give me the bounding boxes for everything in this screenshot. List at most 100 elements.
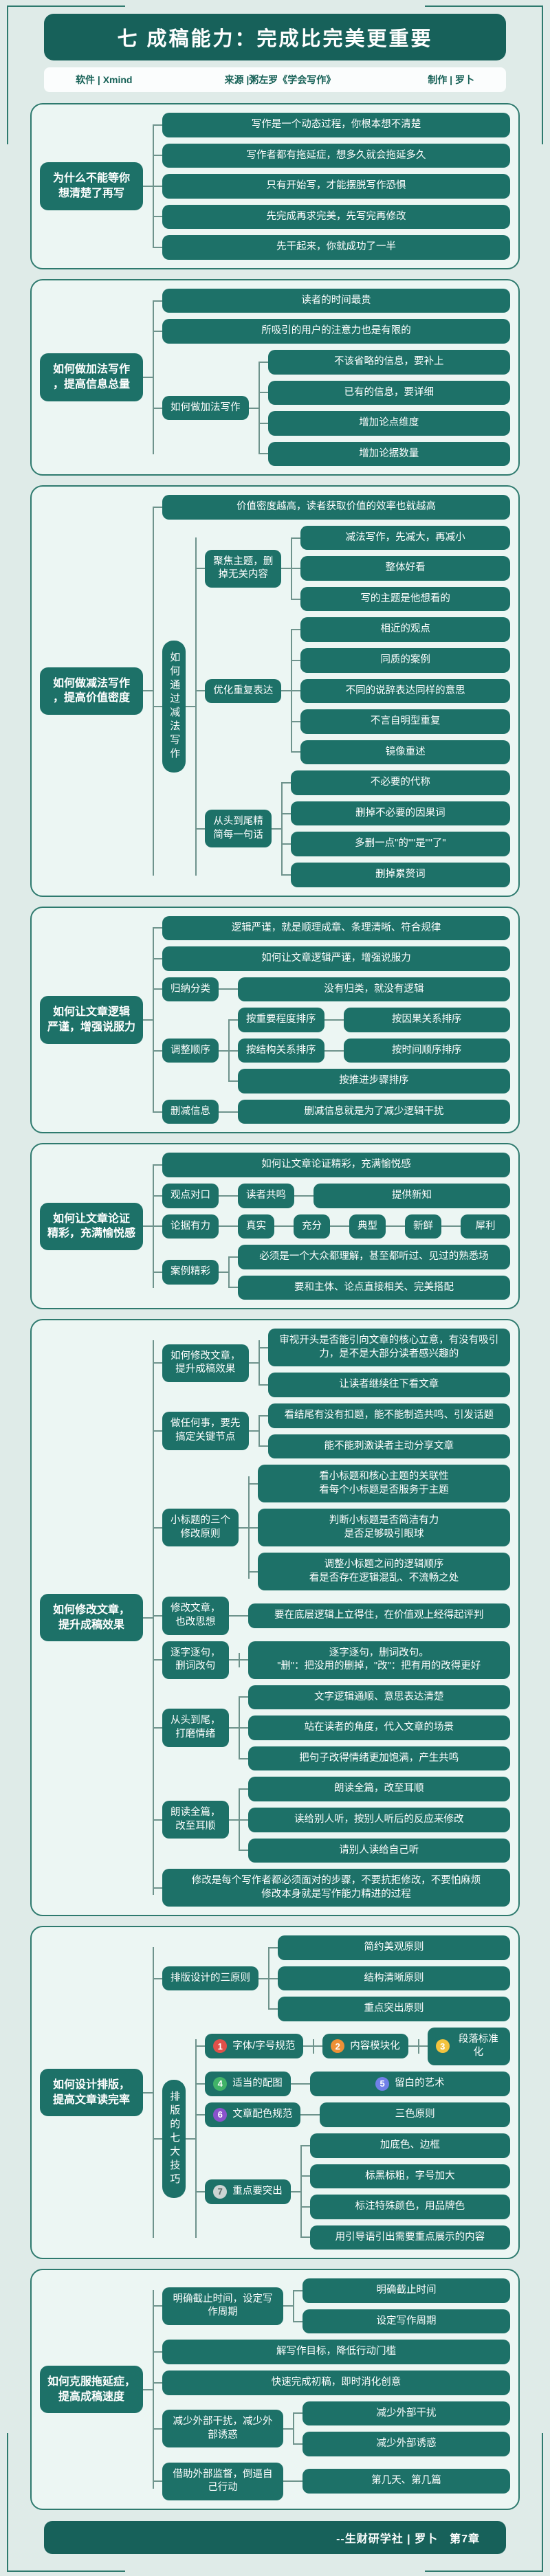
branch-row: 按推进步骤排序 — [228, 1069, 510, 1093]
children-column: 减法写作，先减大，再减小整体好看写的主题是他想看的 — [291, 525, 510, 612]
meta-bar: 软件 | Xmind 来源 |粥左罗《学会写作》 制作 | 罗卜 — [44, 67, 506, 92]
leaf-node: 删减信息就是为了减少逻辑干扰 — [238, 1099, 510, 1124]
branch-node: 逐字逐句， 删词改句 — [162, 1641, 229, 1679]
leaf-node: 简约美观原则 — [278, 1935, 510, 1960]
node-label: 同质的案例 — [380, 654, 430, 665]
node-label: 案例精彩 — [170, 1266, 210, 1278]
branch-row: 朗读全篇， 改至耳顺朗读全篇，改至耳顺读给别人听，按别人听后的反应来修改请别人读… — [153, 1777, 510, 1863]
branch-node: 按重要程度排序 — [238, 1008, 324, 1032]
branch-row: 所吸引的用户的注意力也是有限的 — [153, 319, 510, 344]
branch-row: 判断小标题是否简洁有力 是否足够吸引眼球 — [248, 1509, 510, 1547]
leaf-node: 逐字逐句，删词改句。 "删"：把没用的删掉，"改"：把有用的改得更好 — [248, 1641, 510, 1679]
branch-row: 设定写作周期 — [293, 2309, 510, 2334]
leaf-node: 多删一点"的""是""了" — [290, 832, 510, 856]
node-label: 删减信息就是为了减少逻辑干扰 — [304, 1105, 444, 1117]
branch-node: 修改文章， 也改思想 — [162, 1597, 229, 1635]
children-column: 聚焦主题，删 掉无关内容减法写作，先减大，再减小整体好看写的主题是他想看的优化重… — [195, 525, 510, 887]
branch-row: 把句子改得情绪更加饱满，产生共鸣 — [238, 1746, 510, 1771]
branch-row: 论据有力真实充分典型新鲜犀利 — [153, 1214, 510, 1239]
branch-row: 标黑标粗，字号加大 — [300, 2164, 510, 2189]
children-column: 看结尾有没有扣题，能不能制造共鸣、引发话题能不能刺激读者主动分享文章 — [258, 1403, 510, 1459]
branch-node: 借助外部监督，倒逼自己行动 — [162, 2462, 283, 2500]
node-label: 从头到尾， 打磨情绪 — [170, 1715, 221, 1740]
node-label: 如何让文章论证精彩，充满愉悦感 — [261, 1159, 411, 1170]
branch-node: 案例精彩 — [162, 1260, 219, 1285]
branch-row: 读者共鸣 提供新知 — [228, 1184, 510, 1208]
branch-row: 排版设计的三原则简约美观原则结构清晰原则重点突出原则 — [153, 1935, 510, 2021]
branch-node: 真实 — [238, 1214, 274, 1239]
children-column: 典型 新鲜犀利 — [340, 1214, 510, 1239]
node-label: 减法写作，先减大，再减小 — [345, 531, 465, 543]
node-label: 文字逻辑通顺、意思表达清楚 — [314, 1691, 444, 1702]
node-label: 先完成再求完美，先写完再修改 — [266, 210, 406, 222]
node-label: 读给别人听，按别人听后的反应来修改 — [294, 1813, 464, 1825]
branch-row: 删减信息就是为了减少逻辑干扰 — [228, 1099, 510, 1124]
node-label: 如何通过减法写作 — [168, 651, 181, 762]
leaf-node: 朗读全篇，改至耳顺 — [248, 1777, 510, 1801]
leaf-node: 先完成再求完美，先写完再修改 — [162, 204, 510, 230]
meta-source: 来源 |粥左罗《学会写作》 — [224, 74, 336, 85]
branch-row: 修改是每个写作者都必须面对的步骤，不要抗拒修改，不要怕麻烦 修改本身就是写作能力… — [153, 1869, 510, 1907]
branch-row: 如何做加法写作 ，提高信息总量读者的时间最贵所吸引的用户的注意力也是有限的如何做… — [40, 288, 510, 467]
leaf-node: 要和主体、论点直接相关、完美搭配 — [238, 1275, 510, 1300]
node-label: 典型 — [358, 1220, 377, 1232]
branch-row: 删掉累赘词 — [280, 862, 510, 887]
branch-row: 优化重复表达相近的观点同质的案例不同的说辞表达同样的意思不言自明型重复镜像重述 — [195, 617, 510, 765]
branch-row: 如何修改文章， 提升成稿效果审视开头是否能引向文章的核心立意，有没有吸引力，是不… — [153, 1329, 510, 1397]
node-label: 为什么不能等你 想清楚了再写 — [52, 173, 130, 199]
children-column: 犀利 — [451, 1214, 510, 1239]
branch-node: 做任何事，要先 搞定关键节点 — [162, 1412, 249, 1450]
children-column: 如何修改文章， 提升成稿效果审视开头是否能引向文章的核心立意，有没有吸引力，是不… — [153, 1329, 510, 1907]
branch-row: 增加论据数量 — [258, 441, 510, 467]
leaf-node: 减少外部诱惑 — [302, 2432, 510, 2456]
node-label: 如何克服拖延症， 提高成稿速度 — [47, 2375, 135, 2403]
branch-row: 文字逻辑通顺、意思表达清楚 — [238, 1685, 510, 1710]
leaf-node: 标黑标粗，字号加大 — [309, 2164, 510, 2189]
branch-node: 读者共鸣 — [238, 1184, 294, 1208]
node-label: 明确截止时间，设定写作周期 — [173, 2293, 273, 2318]
children-column: 明确截止时间，设定写作周期明确截止时间设定写作周期解写作目标，降低行动门槛快速完… — [153, 2278, 510, 2500]
connector-line — [143, 377, 153, 378]
node-label: 设定写作周期 — [376, 2315, 437, 2327]
node-label: 判断小标题是否简洁有力 是否足够吸引眼球 — [329, 1515, 439, 1540]
branch-row: 同质的案例 — [291, 648, 510, 673]
branch-row: 调整小标题之间的逻辑顺序 看是否存在逻辑混乱、不流畅之处 — [248, 1553, 510, 1591]
node-label: 优化重复表达 — [213, 685, 274, 696]
leaf-node: 写的主题是他想看的 — [300, 586, 510, 612]
branch-row: 真实充分典型新鲜犀利 — [228, 1214, 510, 1239]
connector-line — [143, 1019, 153, 1021]
connector-line — [219, 1195, 228, 1197]
leaf-node: 只有开始写，才能摆脱写作恐惧 — [162, 174, 510, 199]
children-column: 读者共鸣 提供新知 — [228, 1184, 510, 1208]
section-card: 如何做加法写作 ，提高信息总量读者的时间最贵所吸引的用户的注意力也是有限的如何做… — [30, 278, 520, 476]
branch-row: 从头到尾精 简每一句话不必要的代称删掉不必要的因果词多删一点"的""是""了"删… — [195, 770, 510, 887]
children-column: 必须是一个大众都理解，甚至都听过、见过的熟悉场要和主体、论点直接相关、完美搭配 — [228, 1245, 510, 1300]
node-label: 朗读全篇， 改至耳顺 — [170, 1807, 221, 1832]
branch-row: 如何做加法写作不该省略的信息，要补上已有的信息，要详细增加论点维度增加论据数量 — [153, 349, 510, 467]
topic-node: 如何修改文章， 提升成稿效果 — [40, 1594, 143, 1642]
connector-line — [271, 828, 281, 830]
branch-row: 充分典型新鲜犀利 — [284, 1214, 510, 1239]
children-column: 看小标题和核心主题的关联性 看每个小标题是否服务于主题判断小标题是否简洁有力 是… — [248, 1465, 510, 1591]
node-label: 按结构关系排序 — [246, 1044, 316, 1056]
node-label: 简约美观原则 — [364, 1942, 424, 1953]
leaf-node: 读给别人听，按别人听后的反应来修改 — [248, 1807, 510, 1832]
leaf-node: 价值密度越高，读者获取价值的效率也就越高 — [162, 495, 510, 520]
branch-node: 新鲜 — [405, 1214, 441, 1239]
children-column: 第几天、第几篇 — [293, 2469, 510, 2494]
page-title: 七 成稿能力：完成比完美更重要 — [44, 14, 506, 60]
leaf-node: 镜像重述 — [300, 740, 510, 765]
branch-node: 调整顺序 — [162, 1038, 219, 1063]
leaf-node: 设定写作周期 — [302, 2309, 510, 2334]
node-label: 不同的说辞表达同样的意思 — [345, 685, 465, 696]
leaf-node: 标注特殊颜色，用品牌色 — [309, 2195, 510, 2219]
connector-line — [290, 2083, 300, 2085]
topic-node: 如何设计排版， 提高文章读完率 — [40, 2069, 143, 2117]
node-label: 先干起来，你就成功了一半 — [276, 241, 396, 253]
node-label: 提供新知 — [392, 1190, 432, 1201]
node-label: 站在读者的角度，代入文章的场景 — [304, 1722, 454, 1733]
topic-node: 如何让文章论证 精彩，充满愉悦感 — [40, 1202, 143, 1250]
